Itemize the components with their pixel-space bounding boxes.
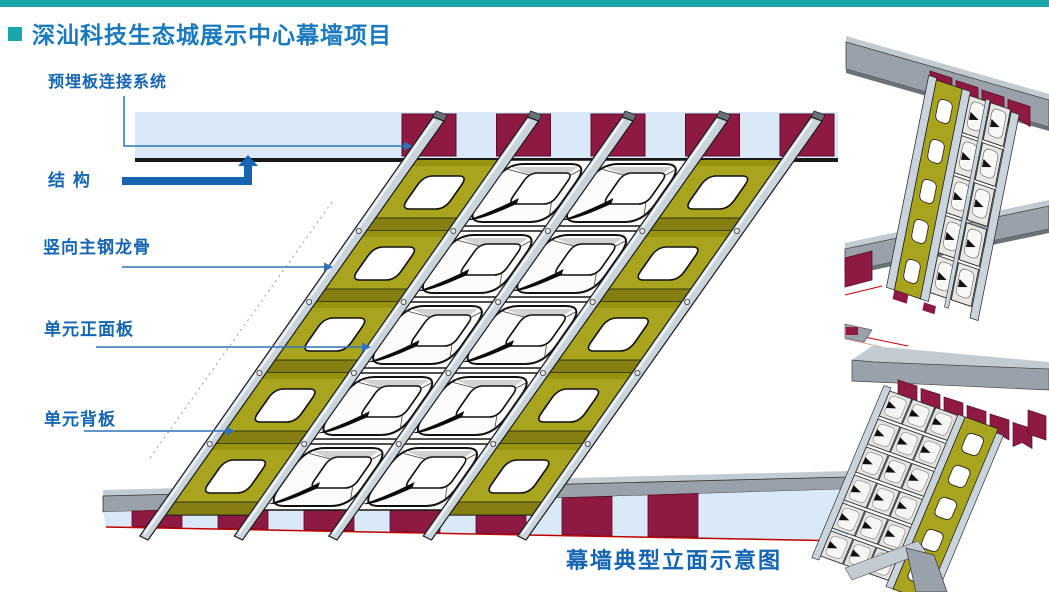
- label-vertical-steel-keel: 竖向主钢龙骨: [43, 238, 151, 258]
- unit-ladder: [885, 74, 1020, 322]
- figure-perspective-top: [844, 36, 1049, 322]
- label-embedded-plate-system: 预埋板连接系统: [48, 72, 168, 91]
- figure-perspective-bottom: [811, 323, 1049, 592]
- structure-arrow: [122, 155, 258, 185]
- back-panel-cell: [591, 230, 737, 303]
- dotted-reference-line: [149, 201, 333, 459]
- leader-front-panel: [96, 342, 371, 352]
- leader-back-panel: [84, 426, 235, 436]
- page-title: 深汕科技生态城展示中心幕墙项目: [32, 23, 392, 49]
- top-accent-bar: [0, 0, 1049, 7]
- back-panel-cell: [308, 230, 454, 303]
- leader-steel-keel: [122, 262, 333, 272]
- label-unit-back-panel: 单元背板: [44, 410, 116, 430]
- steel-rails: [138, 110, 826, 541]
- diagram-caption: 幕墙典型立面示意图: [566, 549, 783, 574]
- label-unit-front-panel: 单元正面板: [44, 320, 134, 340]
- leader-embedded-plate: [123, 96, 413, 151]
- back-panel-cell: [358, 159, 503, 232]
- label-structure: 结 构: [48, 171, 91, 191]
- title-bullet-icon: [8, 27, 22, 41]
